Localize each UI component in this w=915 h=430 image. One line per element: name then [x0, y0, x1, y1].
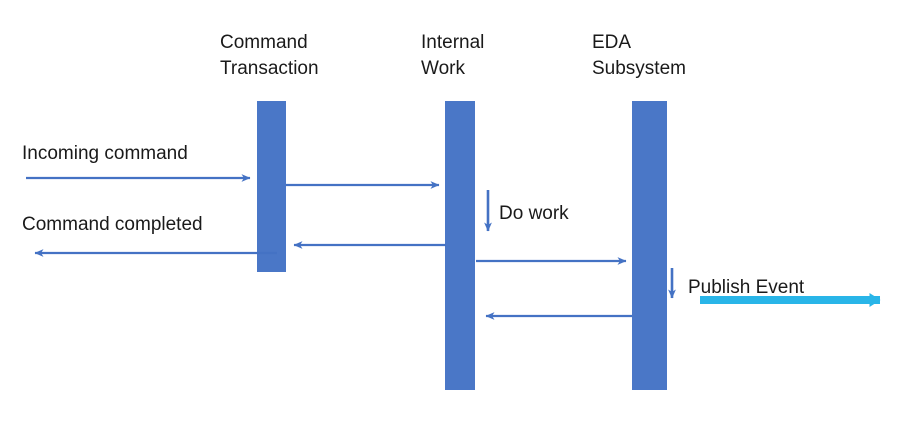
- activation-bar-internal-work: [445, 101, 475, 390]
- activation-bar-eda-subsystem: [632, 101, 667, 390]
- lifeline-header-eda-subsystem: EDA Subsystem: [592, 32, 686, 79]
- label-incoming-command: Incoming command: [22, 143, 188, 164]
- label-publish-event: Publish Event: [688, 277, 805, 298]
- label-command-completed: Command completed: [22, 214, 203, 235]
- activation-bar-command-transaction: [257, 101, 286, 272]
- label-do-work: Do work: [499, 203, 569, 224]
- lifeline-header-command-transaction: Command Transaction: [220, 32, 319, 79]
- lifeline-header-internal-work: Internal Work: [421, 32, 485, 79]
